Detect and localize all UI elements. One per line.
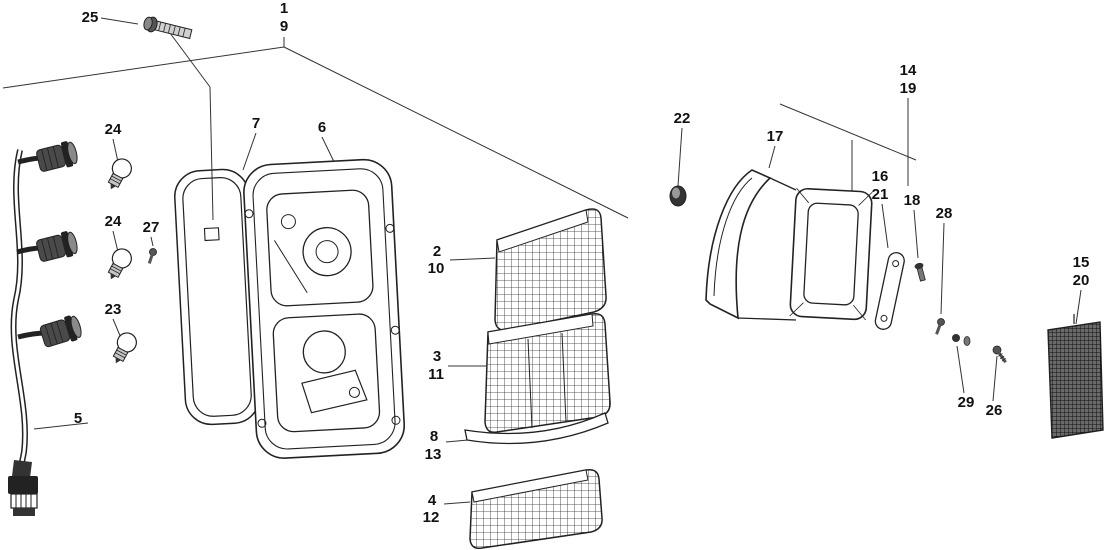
trim-strip-8-13 — [464, 412, 609, 445]
screw-26 — [992, 345, 1007, 364]
bulb-24b — [107, 248, 132, 280]
callout-11: 11 — [428, 366, 444, 383]
callout-21: 21 — [871, 186, 889, 203]
callout-22: 22 — [673, 110, 691, 127]
callout-23: 23 — [104, 301, 122, 318]
callout-25: 25 — [81, 9, 99, 26]
callout-5: 5 — [73, 410, 83, 427]
callout-29: 29 — [957, 394, 975, 411]
callout-7: 7 — [251, 115, 261, 132]
leader-lines — [2, 17, 1082, 505]
callout-26: 26 — [985, 402, 1003, 419]
lens-2-10 — [494, 208, 607, 332]
bracket-16-21 — [874, 252, 905, 330]
callout-9: 9 — [279, 18, 289, 35]
callout-8: 8 — [429, 428, 439, 445]
lens-4-12 — [469, 468, 603, 550]
callout-12: 12 — [422, 509, 440, 526]
callout-4: 4 — [427, 492, 437, 509]
bulb-socket-3 — [39, 315, 82, 348]
screw-25 — [143, 16, 193, 40]
housing-17 — [705, 169, 873, 321]
lens-3-11 — [484, 312, 611, 434]
callout-24a: 24 — [104, 121, 122, 138]
callout-1: 1 — [279, 0, 289, 17]
callout-16: 16 — [871, 168, 889, 185]
screw-27 — [147, 248, 157, 264]
bulb-23 — [112, 332, 137, 364]
bulb-socket-2 — [36, 231, 78, 262]
callout-20: 20 — [1072, 272, 1090, 289]
callout-15: 15 — [1072, 254, 1090, 271]
callout-14: 14 — [899, 62, 917, 79]
callout-18: 18 — [903, 192, 921, 209]
bulb-24a — [107, 158, 132, 190]
screw-28 — [935, 318, 945, 335]
callout-27: 27 — [142, 219, 160, 236]
wiring-harness — [10, 149, 47, 463]
callout-3: 3 — [432, 348, 442, 365]
bulb-socket-1 — [36, 141, 78, 172]
bolt-18 — [914, 262, 926, 282]
callout-24b: 24 — [104, 213, 122, 230]
callout-28: 28 — [935, 205, 953, 222]
callout-2: 2 — [432, 243, 442, 260]
housing-6 — [243, 158, 406, 459]
callout-17: 17 — [766, 128, 784, 145]
reflector-15-20 — [1047, 314, 1104, 439]
callout-6: 6 — [317, 119, 327, 136]
grommet-22 — [669, 185, 687, 207]
callout-19: 19 — [899, 80, 917, 97]
harness-connector — [8, 460, 38, 516]
callout-13: 13 — [424, 446, 442, 463]
washer-29 — [952, 334, 971, 346]
callout-10: 10 — [427, 260, 445, 277]
